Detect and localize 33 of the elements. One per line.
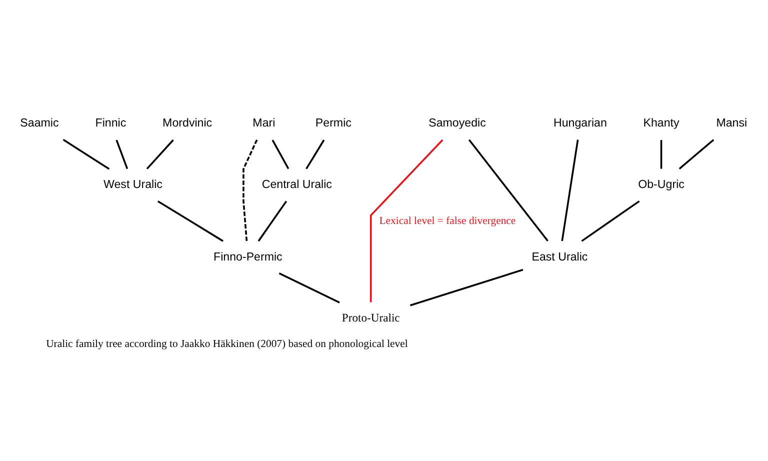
node-text: Ob-Ugric (638, 179, 684, 192)
connector (370, 139, 444, 302)
connector (468, 139, 548, 242)
node-text: Khanty (643, 118, 680, 130)
connector (157, 200, 224, 242)
node-text: Samoyedic (428, 118, 486, 130)
connector (116, 140, 128, 170)
connector (660, 140, 662, 169)
node-text: Proto-Uralic (342, 312, 400, 325)
connector (561, 140, 579, 242)
node-text: East Uralic (532, 251, 588, 264)
node-text: Saamic (20, 118, 59, 130)
connector (62, 138, 110, 170)
node-text: Mordvinic (162, 118, 212, 130)
caption: Uralic family tree according to Jaakko Häkkinen (2007) based on phonological level (46, 338, 408, 350)
connector (242, 139, 258, 242)
node-text: Permic (315, 118, 352, 130)
connector (258, 200, 288, 242)
node-text: Finnic (95, 118, 126, 130)
connector (278, 272, 340, 304)
connector (146, 139, 174, 170)
connector (410, 268, 524, 306)
node-text: West Uralic (104, 179, 162, 192)
node-text: Finno-Permic (214, 251, 282, 264)
connector (581, 200, 640, 242)
node-text: Hungarian (553, 118, 607, 130)
connector (306, 140, 325, 170)
node-text: Mari (252, 118, 276, 130)
node-text: Central Uralic (262, 179, 332, 192)
edge-label: Lexical level = false divergence (379, 214, 516, 227)
connector (678, 139, 714, 170)
connector (272, 140, 290, 170)
node-text: Mansi (716, 118, 748, 130)
